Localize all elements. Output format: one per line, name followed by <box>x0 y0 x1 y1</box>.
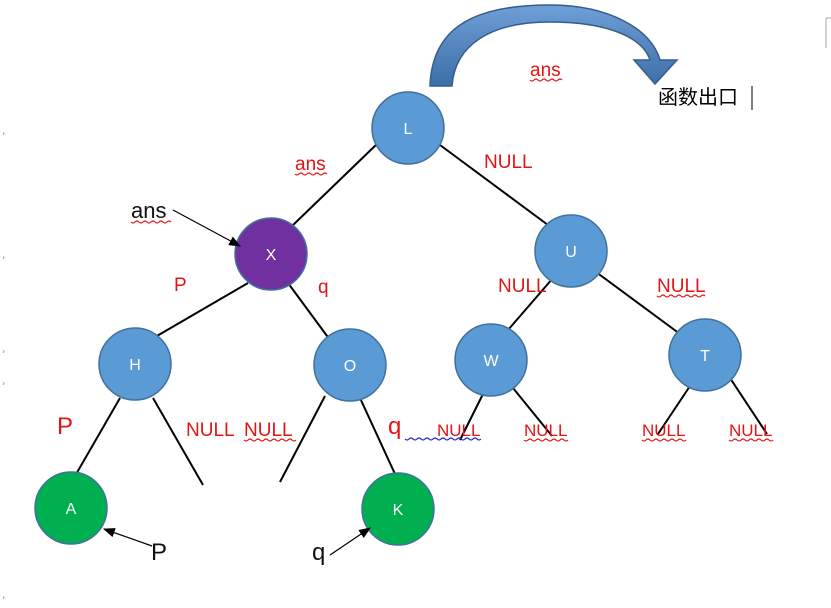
edge-o-left <box>279 395 326 483</box>
node-h-circle <box>98 327 172 401</box>
spell-squiggle <box>523 438 569 442</box>
node-t-label: T <box>700 348 710 365</box>
edge-h-a <box>74 397 121 477</box>
node-w-circle <box>454 323 528 397</box>
curved-exit-arrow <box>429 4 679 87</box>
ans-edge-label: ans <box>295 154 326 175</box>
node-t-circle <box>668 318 742 392</box>
p-edge-label-x-h: P <box>174 275 187 296</box>
p-pointer-label: P <box>151 539 167 566</box>
spell-squiggle <box>243 438 297 442</box>
edge-l-u <box>439 144 549 226</box>
margin-mark: , <box>2 374 6 387</box>
node-w: W <box>454 323 528 397</box>
node-l: L <box>371 91 445 165</box>
node-o-circle <box>313 328 387 402</box>
function-exit-label: 函数出口 <box>658 85 738 109</box>
edge-o-k <box>359 397 396 475</box>
p-edge-label-h-a: P <box>57 413 73 440</box>
spell-squiggle <box>130 220 172 224</box>
page-corner-mark <box>825 17 831 48</box>
node-t: T <box>668 318 742 392</box>
node-o-label: O <box>344 358 356 375</box>
edge-u-w <box>507 277 554 331</box>
node-k-circle <box>361 472 435 546</box>
margin-mark: , <box>2 588 6 601</box>
spell-squiggle <box>656 294 706 298</box>
null-edge-label-w-right: NULL <box>524 421 567 440</box>
node-a-circle <box>34 471 108 545</box>
node-l-label: L <box>404 121 413 138</box>
node-k: K <box>361 472 435 546</box>
node-k-label: K <box>393 502 404 519</box>
edge-t-right <box>729 377 768 435</box>
edge-x-h <box>149 282 249 341</box>
edge-t-left <box>657 385 691 435</box>
null-edge-label-t-left: NULL <box>642 421 685 440</box>
spell-squiggle <box>728 438 774 442</box>
node-w-label: W <box>483 353 499 370</box>
edge-l-x <box>291 142 379 227</box>
null-edge-label-u-t: NULL <box>657 276 706 297</box>
p-pointer-arrow <box>102 528 153 547</box>
margin-mark: , <box>2 342 6 355</box>
ans-pointer-label: ans <box>131 198 166 223</box>
edge-h-right <box>152 397 204 486</box>
ans-pointer-arrow <box>172 209 242 247</box>
node-u-label: U <box>565 244 577 261</box>
q-pointer-label: q <box>312 539 325 566</box>
ans-top-label: ans <box>530 60 561 81</box>
node-x-circle <box>234 217 308 291</box>
q-pointer-arrow <box>329 527 371 556</box>
q-edge-label-x-o: q <box>318 277 329 298</box>
null-edge-label-w-left: NULL <box>437 421 480 440</box>
node-x-label: X <box>266 247 277 264</box>
edge-u-t <box>595 271 681 335</box>
edge-x-o <box>287 282 331 341</box>
null-edge-label-h-right: NULL <box>186 420 235 441</box>
null-edge-label-l-u: NULL <box>484 152 533 173</box>
null-edge-label-o-left: NULL <box>244 420 293 441</box>
null-edge-label-t-right: NULL <box>729 421 772 440</box>
null-edge-label-u-w: NULL <box>498 276 547 297</box>
node-a: A <box>34 471 108 545</box>
spell-squiggle <box>529 78 563 82</box>
margin-mark: , <box>2 248 6 261</box>
node-l-circle <box>371 91 445 165</box>
node-o: O <box>313 328 387 402</box>
edge-w-right <box>512 387 553 437</box>
node-u-circle <box>534 214 608 288</box>
grammar-squiggle <box>404 437 482 441</box>
margin-mark: , <box>2 124 6 137</box>
spell-squiggle <box>641 438 687 442</box>
edge-w-left <box>459 389 486 441</box>
q-edge-label-o-k: q <box>388 413 401 440</box>
node-u: U <box>534 214 608 288</box>
node-x: X <box>234 217 308 291</box>
node-h-label: H <box>129 357 141 374</box>
node-h: H <box>98 327 172 401</box>
spell-squiggle <box>294 172 328 176</box>
node-a-label: A <box>66 501 77 518</box>
